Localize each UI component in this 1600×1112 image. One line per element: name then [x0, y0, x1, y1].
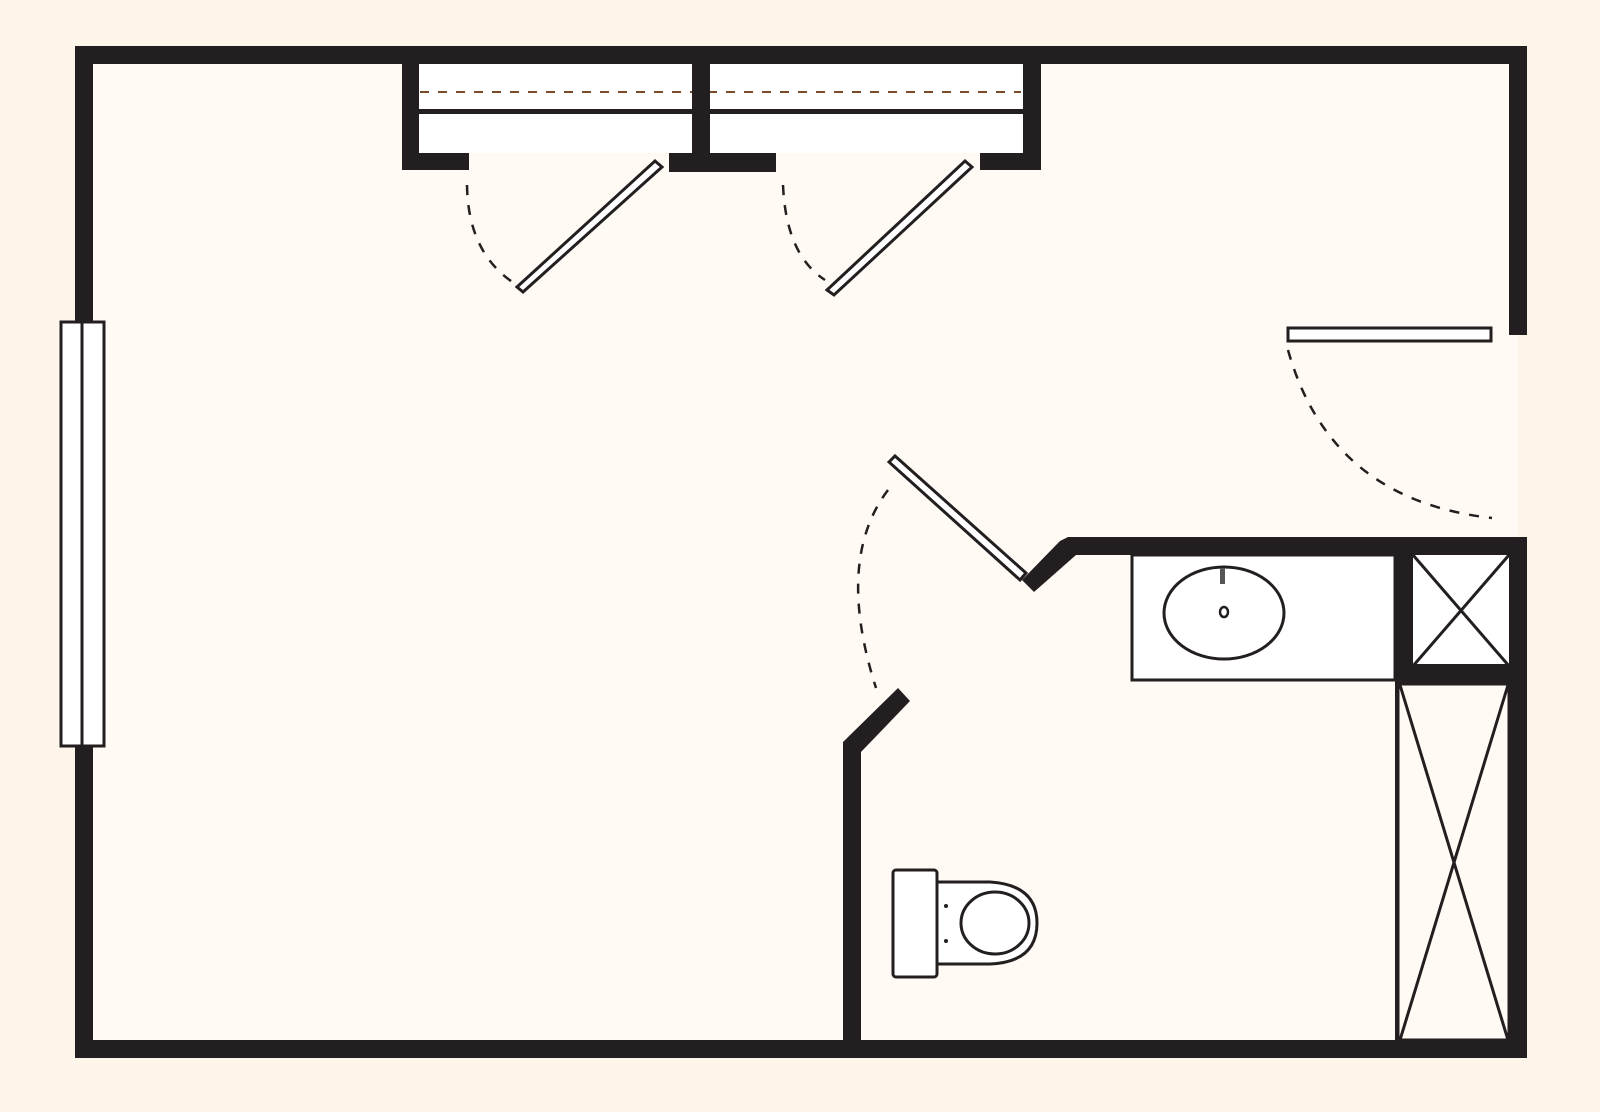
vanity	[1130, 553, 1397, 682]
window-left	[59, 320, 106, 748]
closet-shelf	[418, 109, 1023, 114]
closet-door-right	[781, 158, 975, 297]
bathroom-walls	[843, 537, 1527, 1058]
toilet-tank	[891, 868, 939, 979]
drain	[1218, 605, 1230, 619]
toilet	[891, 868, 1039, 979]
toilet-seat	[959, 890, 1031, 956]
bathroom-door	[856, 453, 1029, 689]
sink	[1162, 565, 1286, 661]
closets	[402, 64, 1041, 172]
closet-door-left	[465, 158, 665, 294]
shower	[1396, 682, 1511, 1042]
faucet	[1220, 568, 1225, 584]
entry-door	[1286, 326, 1493, 520]
